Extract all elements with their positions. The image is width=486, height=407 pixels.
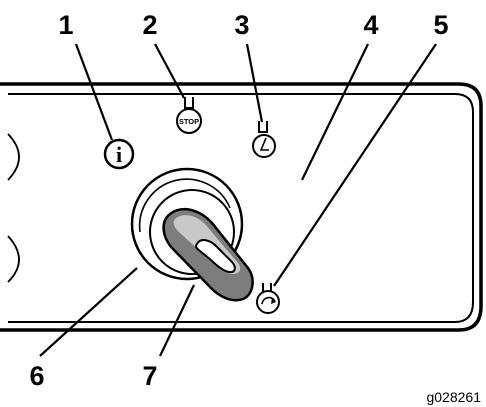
leader-line-6 xyxy=(40,268,137,356)
callout-3: 3 xyxy=(234,10,249,40)
leader-lines xyxy=(40,44,436,356)
panel-left-bump-upper xyxy=(8,134,19,180)
callout-numbers: 1 2 3 4 5 6 7 xyxy=(29,10,448,391)
figure-id: g028261 xyxy=(426,389,481,405)
stop-icon: STOP xyxy=(177,97,201,133)
leader-line-1 xyxy=(76,44,112,140)
leader-line-2 xyxy=(155,44,184,98)
callout-5: 5 xyxy=(433,10,448,40)
leader-line-7 xyxy=(160,285,194,356)
callout-2: 2 xyxy=(142,10,157,40)
callout-4: 4 xyxy=(363,10,378,40)
panel-left-bump-lower xyxy=(8,236,19,282)
callout-7: 7 xyxy=(142,361,157,391)
run-icon xyxy=(253,121,275,157)
info-glyph: i xyxy=(116,142,122,167)
leader-line-5 xyxy=(274,44,436,286)
info-icon: i xyxy=(105,140,133,168)
callout-6: 6 xyxy=(29,361,44,391)
stop-label: STOP xyxy=(179,117,199,126)
start-icon xyxy=(257,283,279,313)
callout-1: 1 xyxy=(58,10,73,40)
